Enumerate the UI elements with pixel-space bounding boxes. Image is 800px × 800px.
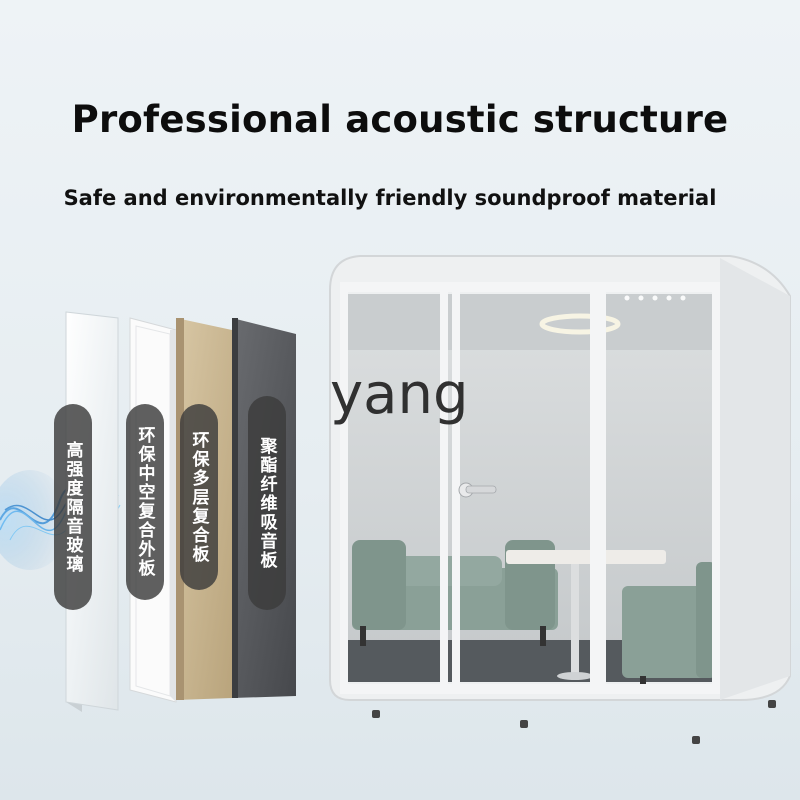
page-subtitle: Safe and environmentally friendly soundp… [63, 186, 717, 210]
layer-label-outer-board: 环保中空复合外板 [126, 404, 164, 600]
page-title: Professional acoustic structure [71, 98, 729, 141]
phone-booth [329, 255, 791, 744]
layer-label-absorption-board: 聚酯纤维吸音板 [248, 396, 286, 610]
layer-label-multilayer-board: 环保多层复合板 [180, 404, 218, 590]
layer-label-glass: 高强度隔音玻璃 [54, 404, 92, 610]
watermark-text: yang [330, 362, 469, 427]
